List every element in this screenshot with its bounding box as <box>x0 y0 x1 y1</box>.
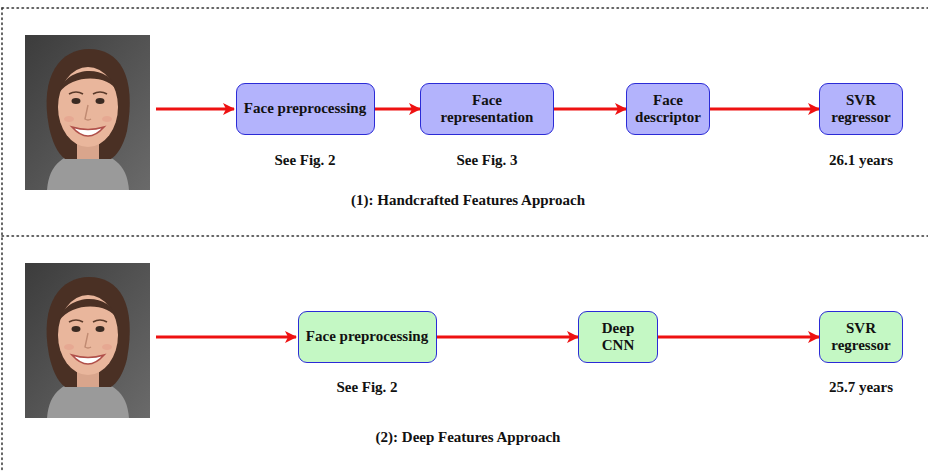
box-note: 25.7 years <box>829 378 893 396</box>
dotted-separator <box>2 7 928 9</box>
process-box: Deep CNN <box>578 311 658 363</box>
dotted-separator <box>1 8 3 473</box>
flow-arrow <box>658 336 819 339</box>
process-box: Face preprocessing <box>298 311 437 363</box>
process-box: Face representation <box>420 83 554 135</box>
box-note: See Fig. 2 <box>274 151 335 169</box>
panel-caption: (1): Handcrafted Features Approach <box>351 191 585 209</box>
box-label: Face descriptor <box>633 92 703 127</box>
box-note: See Fig. 3 <box>456 151 517 169</box>
face-photo <box>25 35 150 190</box>
box-label: SVR regressor <box>826 320 896 355</box>
panel-caption: (2): Deep Features Approach <box>376 428 561 446</box>
box-note: See Fig. 2 <box>336 378 397 396</box>
dotted-separator <box>2 235 928 237</box>
input-arrow <box>156 108 234 111</box>
flow-arrow <box>437 336 579 339</box>
box-label: Deep CNN <box>585 320 651 355</box>
input-arrow <box>156 336 296 339</box>
box-label: SVR regressor <box>826 92 896 127</box>
box-label: Face preprocessing <box>305 328 430 345</box>
flow-arrow <box>710 108 819 111</box>
flow-arrow <box>375 108 421 111</box>
process-box: Face preprocessing <box>236 83 375 135</box>
box-label: Face representation <box>427 92 547 127</box>
box-label: Face preprocessing <box>243 100 368 117</box>
process-box: SVR regressor <box>819 311 903 363</box>
box-note: 26.1 years <box>829 151 893 169</box>
process-box: Face descriptor <box>626 83 710 135</box>
flow-arrow <box>554 108 626 111</box>
face-photo <box>25 263 150 418</box>
process-box: SVR regressor <box>819 83 903 135</box>
